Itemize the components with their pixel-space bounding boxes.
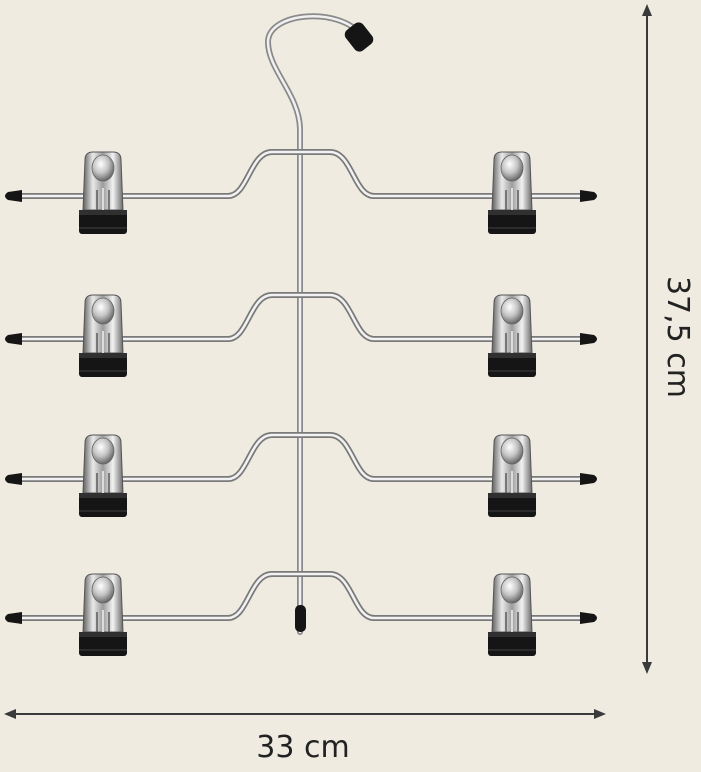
width-dimension-line [4, 709, 606, 719]
height-label: 37,5 cm [660, 275, 695, 399]
rod-end-cap [5, 473, 22, 485]
clip [78, 573, 128, 657]
rod-end-cap [580, 190, 597, 202]
clip [487, 573, 537, 657]
clip [78, 294, 128, 378]
hook [264, 13, 365, 635]
clip [78, 434, 128, 518]
clip [487, 151, 537, 235]
hanger-tier [5, 149, 597, 235]
clip [487, 434, 537, 518]
hook-tip-cap [344, 22, 374, 52]
hanger-tier [5, 571, 597, 657]
width-label: 33 cm [256, 730, 350, 765]
hanger-tiers [5, 149, 597, 657]
stem-end-cap [295, 605, 306, 632]
rod-end-cap [5, 190, 22, 202]
rod-end-cap [580, 473, 597, 485]
rod-end-cap [5, 612, 22, 624]
height-dimension-line [642, 4, 652, 674]
rod-end-cap [580, 612, 597, 624]
hanger-tier [5, 292, 597, 378]
hanger-tier [5, 432, 597, 518]
clip [487, 294, 537, 378]
rod-end-cap [5, 333, 22, 345]
rod-end-cap [580, 333, 597, 345]
clip [78, 151, 128, 235]
